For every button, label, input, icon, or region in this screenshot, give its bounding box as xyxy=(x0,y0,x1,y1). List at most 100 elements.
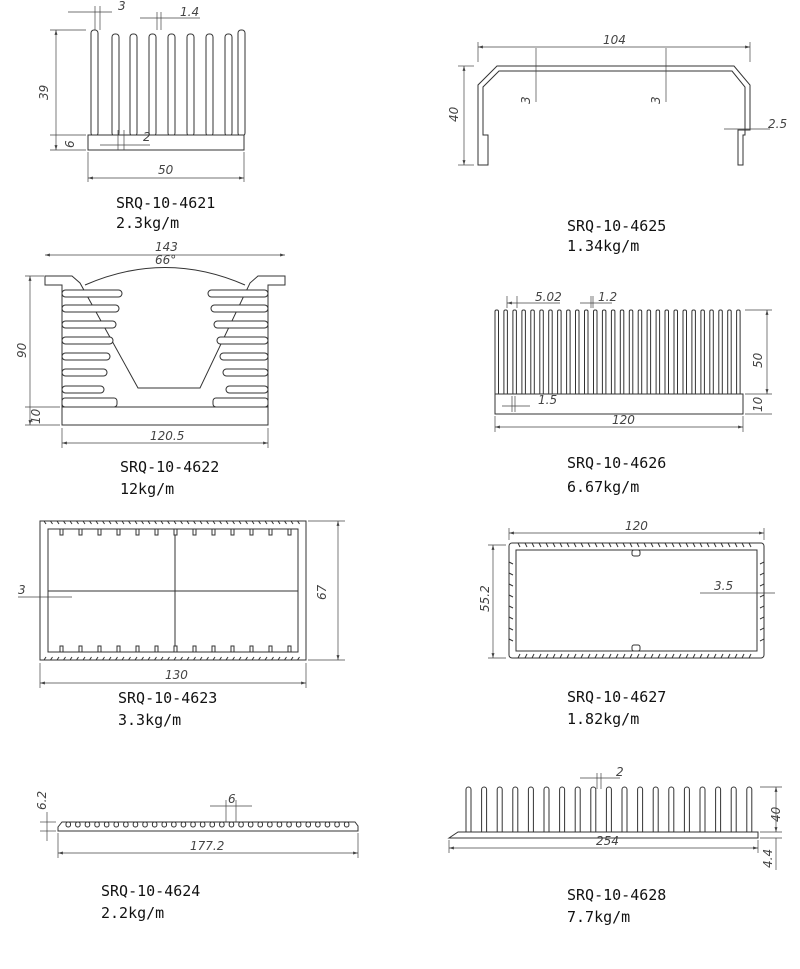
serration-4623 xyxy=(206,656,209,661)
tooth-4623 xyxy=(268,528,273,536)
dim-4626-fin: 1.2 xyxy=(598,290,617,304)
serration-4623 xyxy=(141,656,144,661)
serration-4627 xyxy=(759,561,765,565)
serration-4623 xyxy=(180,520,183,525)
fin-4628 xyxy=(683,786,690,835)
tooth-4623 xyxy=(287,528,292,536)
slot-4624 xyxy=(94,821,100,828)
serration-4623 xyxy=(69,520,73,525)
fins-right-4622 xyxy=(207,289,269,408)
serration-4623 xyxy=(115,656,118,661)
fins-4626 xyxy=(494,309,741,397)
fin-4622-right xyxy=(212,397,269,408)
serration-4627 xyxy=(538,542,542,548)
serration-4627 xyxy=(508,561,514,565)
serration-4627 xyxy=(720,653,724,659)
serration-4627 xyxy=(517,653,521,659)
serration-4623 xyxy=(206,520,209,525)
serration-4623 xyxy=(43,656,47,661)
serration-4627 xyxy=(713,653,717,659)
slot-4624 xyxy=(180,821,187,828)
fin-4626 xyxy=(503,309,508,397)
serration-4627 xyxy=(531,542,535,548)
dim-4622-width: 120.5 xyxy=(150,429,184,443)
serration-4623 xyxy=(121,656,125,661)
serration-4627 xyxy=(517,542,521,548)
serration-4627 xyxy=(664,542,668,548)
tooth-4623 xyxy=(173,645,178,653)
serration-4627 xyxy=(508,627,514,631)
fin-4622-right xyxy=(213,320,269,329)
serration-4623 xyxy=(167,520,170,525)
dim-4623-wall: 3 xyxy=(18,583,26,597)
serration-4623 xyxy=(154,656,157,661)
dim-4625-wall-right: 3 xyxy=(649,96,663,104)
fin-4626 xyxy=(709,309,714,397)
serration-4627 xyxy=(759,583,765,587)
serration-4623 xyxy=(297,656,300,661)
serration-4623 xyxy=(186,520,190,525)
serration-4623 xyxy=(154,520,157,525)
fin-4622-right xyxy=(210,304,269,313)
fin-4626 xyxy=(601,309,607,397)
serration-4623 xyxy=(219,656,222,661)
serration-4623 xyxy=(102,520,105,525)
fin-4626 xyxy=(673,309,678,397)
serration-4623 xyxy=(82,520,86,525)
serration-4623 xyxy=(173,520,177,525)
fin-4622-left xyxy=(61,289,123,298)
fin-4628 xyxy=(512,786,519,835)
serration-4623 xyxy=(271,656,274,661)
slot-4624 xyxy=(305,821,311,828)
fin-4626 xyxy=(736,309,741,397)
dim-4621-base: 6 xyxy=(63,140,77,148)
tab-4627 xyxy=(631,644,641,652)
slot-4624 xyxy=(84,821,91,828)
tooth-4623 xyxy=(154,528,159,536)
profile-4625: 104 40 3 3 2.5 xyxy=(447,33,787,166)
channel-4625 xyxy=(477,65,751,166)
serration-4623 xyxy=(193,520,196,525)
serration-4627 xyxy=(748,653,752,659)
slot-4624 xyxy=(190,821,196,828)
fin-4628 xyxy=(559,786,566,835)
weight-4621: 2.3kg/m xyxy=(116,214,180,232)
serration-4623 xyxy=(134,520,138,525)
code-4622: SRQ-10-4622 xyxy=(120,458,220,476)
profile-4621: 3 1.4 39 6 2 50 xyxy=(37,0,246,182)
serration-4627 xyxy=(678,542,682,548)
tooth-4623 xyxy=(116,645,121,653)
serration-4627 xyxy=(678,653,682,659)
serration-4623 xyxy=(115,520,118,525)
fin-4626 xyxy=(664,309,669,397)
serration-4623 xyxy=(232,656,235,661)
serration-4623 xyxy=(147,520,151,525)
serration-4623 xyxy=(43,520,47,525)
code-4624: SRQ-10-4624 xyxy=(101,882,201,900)
serration-4623 xyxy=(89,656,92,661)
slot-4624 xyxy=(286,821,292,828)
serration-4627 xyxy=(720,542,724,548)
base-4621 xyxy=(87,134,245,151)
slot-4624 xyxy=(267,821,273,828)
tooth-4623 xyxy=(249,528,254,536)
serration-4627 xyxy=(706,542,710,548)
serration-4627 xyxy=(508,572,514,576)
serration-4627 xyxy=(608,653,612,659)
fin-4626 xyxy=(610,309,616,397)
serration-4623 xyxy=(50,520,53,525)
serration-4623 xyxy=(264,520,268,525)
slot-4624 xyxy=(142,821,148,828)
serration-4627 xyxy=(699,542,703,548)
dim-4626-width: 120 xyxy=(612,413,635,427)
fin-4621 xyxy=(224,33,233,137)
serration-4627 xyxy=(759,594,765,598)
fin-4628 xyxy=(621,786,628,835)
tooth-4623 xyxy=(59,528,64,536)
serration-4623 xyxy=(264,656,268,661)
serration-4623 xyxy=(128,520,131,525)
serration-4623 xyxy=(128,656,131,661)
serration-4627 xyxy=(741,653,745,659)
serration-4623 xyxy=(102,656,105,661)
serration-4623 xyxy=(212,656,216,661)
